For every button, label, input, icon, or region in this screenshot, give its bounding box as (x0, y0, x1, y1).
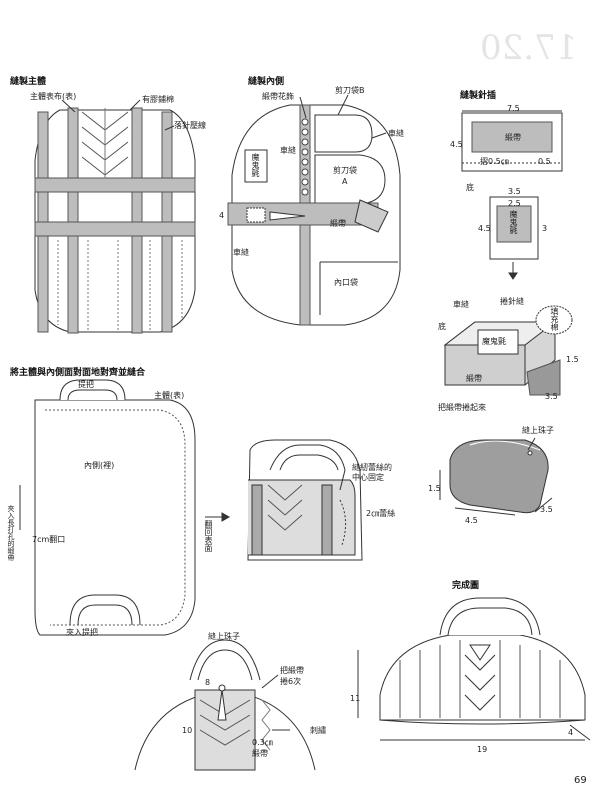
label-pc-wrap: 把緞帶捲起來 (438, 403, 486, 412)
label-pc-blind: 捲針縫 (500, 297, 524, 306)
label-fin-bead: 縫上珠子 (208, 632, 240, 641)
label-scissor-pocket-a: 剪刀袋 (333, 166, 357, 175)
label-body-fabric: 主體表布(表) (30, 92, 77, 101)
label-pc-1-5b: 1.5 (428, 484, 441, 493)
label-pc-3-5: 3.5 (508, 187, 521, 196)
page-number: 69 (574, 775, 587, 786)
title-sew-lining: 縫製內側 (248, 77, 285, 87)
title-complete: 完成圖 (452, 581, 480, 591)
label-scissor-pocket-a-letter: A (342, 177, 348, 186)
label-pc-4-5c: 4.5 (465, 516, 478, 525)
label-machine-stitch-1: 車縫 (388, 129, 404, 138)
label-fin-10: 10 (182, 726, 193, 735)
label-velcro-lining: 魔鬼氈 (251, 153, 260, 177)
label-fin-ribbon: 緞帶 (252, 749, 268, 758)
label-machine-stitch-3: 車縫 (233, 248, 249, 257)
label-pc-7-5: 7.5 (507, 104, 520, 113)
label-lace-fix-2: 中心固定 (352, 473, 384, 482)
label-scissor-pocket-b: 剪刀袋B (335, 86, 365, 95)
label-pc-4-5b: 4.5 (478, 224, 491, 233)
label-ribbon-lining: 緞帶 (330, 219, 346, 228)
label-complete-19: 19 (477, 745, 488, 754)
label-dim-4: 4 (219, 211, 225, 220)
label-pc-3-5b: 3.5 (545, 392, 558, 401)
label-pc-machine: 車縫 (453, 300, 469, 309)
label-lace-fix-1: 縫紉蕾絲的 (352, 463, 392, 472)
label-pc-velcro: 魔鬼氈 (509, 210, 518, 234)
label-body-outer: 主體(表) (154, 391, 185, 400)
label-pc-bottom: 底 (466, 183, 474, 192)
label-pc-ribbon-2: 緞帶 (466, 374, 482, 383)
bleed-number: 17.20 (480, 28, 578, 68)
label-lining-inner: 內側(裡) (84, 461, 115, 470)
label-handle: 提把 (78, 380, 94, 389)
label-pc-2-5: 2.5 (508, 199, 521, 208)
label-pc-ribbon: 緞帶 (505, 133, 521, 142)
label-pc-bottom-2: 底 (438, 322, 446, 331)
label-fin-8: 8 (205, 678, 211, 687)
label-opening: 7cm翻口 (32, 535, 66, 544)
label-pc-3-5c: 3.5 (540, 505, 553, 514)
label-pc-stuffing: 填充棉 (550, 307, 559, 331)
label-pc-velcro-2: 魔鬼氈 (482, 337, 506, 346)
label-fin-0-3cm: 0.3㎝ (252, 738, 273, 747)
label-ribbon-trim: 緞帶花飾 (262, 92, 294, 101)
title-sew-pincushion: 縫製針插 (460, 91, 497, 101)
label-machine-stitch-2: 車縫 (280, 146, 296, 155)
label-complete-11: 11 (350, 694, 361, 703)
label-pc-3: 3 (542, 224, 548, 233)
label-topstitch: 落針壓線 (174, 121, 206, 130)
label-insert-handle: 夾入提把 (66, 628, 98, 637)
label-side-note: 夾入長打孔的緞帶 (7, 505, 15, 561)
label-fin-ribbon-wrap: 把緞帶 (280, 666, 304, 675)
label-complete-4: 4 (568, 728, 574, 737)
label-pc-0-5: 0.5 (538, 157, 551, 166)
title-join: 將主體與內側面對面地對齊並縫合 (10, 368, 146, 378)
label-fin-wrap-6: 捲6次 (280, 677, 302, 686)
label-fusible-batting: 有膠鋪棉 (142, 95, 174, 104)
label-pc-4-5: 4.5 (450, 140, 463, 149)
label-inner-pocket: 內口袋 (334, 278, 358, 287)
label-fin-embroidery: 刺繡 (310, 726, 326, 735)
label-turn-right: 翻回表面 (204, 520, 213, 552)
label-pc-1-5: 1.5 (566, 355, 579, 364)
label-pc-bead: 縫上珠子 (522, 426, 554, 435)
title-sew-body: 縫製主體 (10, 77, 47, 87)
label-pc-seam: 摺0.5㎝ (480, 157, 509, 166)
label-lace-2cm: 2㎝蕾絲 (366, 509, 396, 518)
